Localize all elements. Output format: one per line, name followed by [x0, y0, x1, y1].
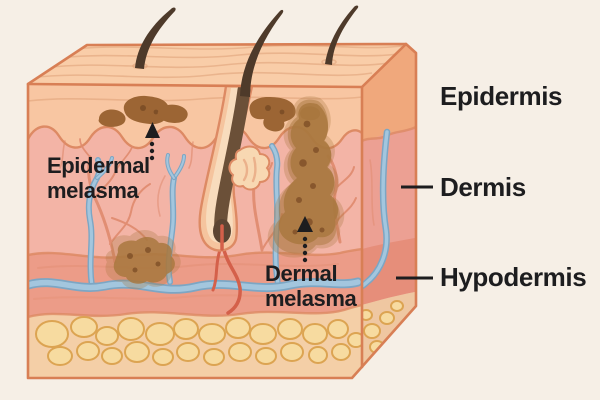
skin-top-surface — [28, 44, 406, 87]
sebaceous-gland — [228, 145, 271, 191]
right-face-fat-cells — [362, 300, 404, 354]
hypodermis-label: Hypodermis — [440, 262, 587, 292]
hair-shaft — [240, 9, 284, 98]
dermal-melasma-patch — [267, 96, 345, 258]
hair-shaft — [325, 5, 359, 65]
epidermal-melasma-label: Epidermal melasma — [47, 153, 150, 204]
deep-dermal-melasma-patch — [105, 230, 181, 290]
fat-cells — [35, 316, 362, 366]
epidermal-melasma-arrow — [145, 122, 160, 161]
dermal-melasma-arrow — [297, 216, 313, 263]
dermis-label: Dermis — [440, 172, 526, 202]
dermal-melasma-label: Dermal melasma — [265, 261, 357, 312]
hair-shaft — [135, 7, 176, 69]
epidermis-label: Epidermis — [440, 81, 563, 111]
skin-front-face — [28, 84, 362, 378]
hairs — [135, 5, 359, 98]
follicle-vessel — [211, 248, 242, 315]
right-face-vein — [362, 128, 391, 297]
block-outline — [26, 42, 418, 380]
